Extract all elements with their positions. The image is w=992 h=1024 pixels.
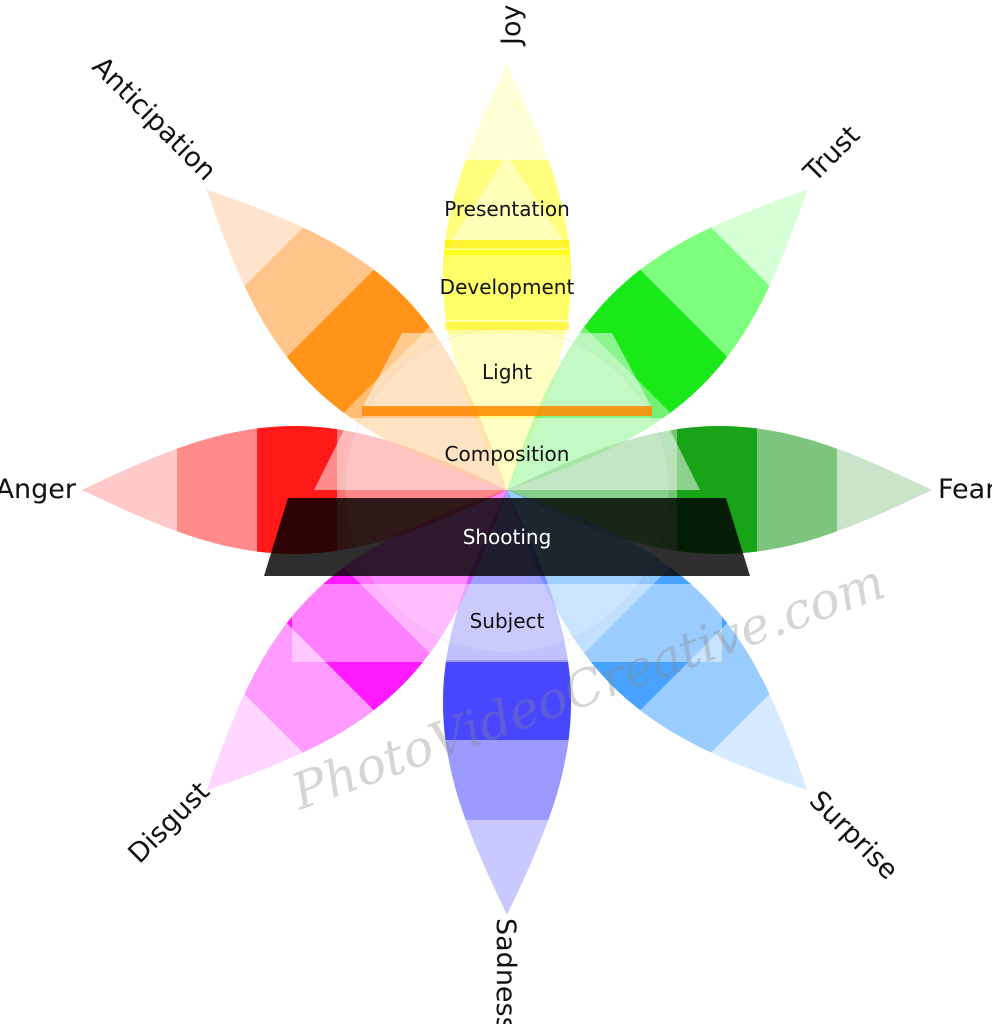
tier-shooting xyxy=(264,498,750,576)
petal-disgust-segment-4 xyxy=(206,694,303,791)
emotion-label-trust: Trust xyxy=(797,120,866,189)
petal-anger-segment-3 xyxy=(177,428,257,552)
petal-trust-segment-4 xyxy=(711,189,808,286)
tier-label-light: Light xyxy=(482,360,532,384)
tier-light xyxy=(362,333,652,408)
petal-sadness-segment-2 xyxy=(443,660,571,740)
tier-subject xyxy=(292,584,722,662)
tier-label-composition: Composition xyxy=(445,442,570,466)
tier-development-band xyxy=(445,322,569,330)
petal-trust-segment-2 xyxy=(584,269,728,413)
tier-label-subject: Subject xyxy=(470,609,545,633)
petal-surprise-segment-3 xyxy=(640,623,770,753)
petal-sadness-segment-3 xyxy=(445,740,569,820)
emotion-label-joy: Joy xyxy=(496,5,527,47)
tier-label-shooting: Shooting xyxy=(463,525,552,549)
emotion-label-fear: Fear xyxy=(938,474,992,505)
tier-presentation-band xyxy=(445,240,569,248)
petal-joy-segment-3 xyxy=(445,160,569,240)
petal-disgust-segment-2 xyxy=(286,567,430,711)
petal-anticipation-segment-2 xyxy=(286,269,430,413)
emotion-label-anger: Anger xyxy=(0,474,77,505)
petal-joy-segment-4 xyxy=(465,65,549,160)
tier-label-development: Development xyxy=(440,275,575,299)
tier-light-band xyxy=(362,406,652,416)
petal-anger-segment-4 xyxy=(82,448,177,532)
petal-disgust-segment-3 xyxy=(244,623,374,753)
emotion-label-surprise: Surprise xyxy=(803,785,904,886)
petal-surprise-segment-4 xyxy=(711,694,808,791)
petal-fear-segment-3 xyxy=(757,428,837,552)
tier-label-presentation: Presentation xyxy=(444,197,570,221)
petal-sadness-segment-4 xyxy=(465,820,549,915)
petal-fear-segment-4 xyxy=(837,448,932,532)
tier-composition xyxy=(314,418,700,490)
emotion-label-anticipation: Anticipation xyxy=(86,51,222,187)
tier-development xyxy=(439,255,575,332)
petal-surprise-segment-2 xyxy=(584,567,728,711)
emotion-label-sadness: Sadness xyxy=(490,918,521,1024)
petal-trust-segment-3 xyxy=(640,227,770,357)
petal-anticipation-segment-3 xyxy=(244,227,374,357)
petal-joy-segment-2 xyxy=(443,240,571,320)
emotion-label-disgust: Disgust xyxy=(122,776,216,870)
petal-anticipation-segment-4 xyxy=(206,189,303,286)
pyramid xyxy=(264,155,750,662)
tier-presentation xyxy=(445,155,569,250)
